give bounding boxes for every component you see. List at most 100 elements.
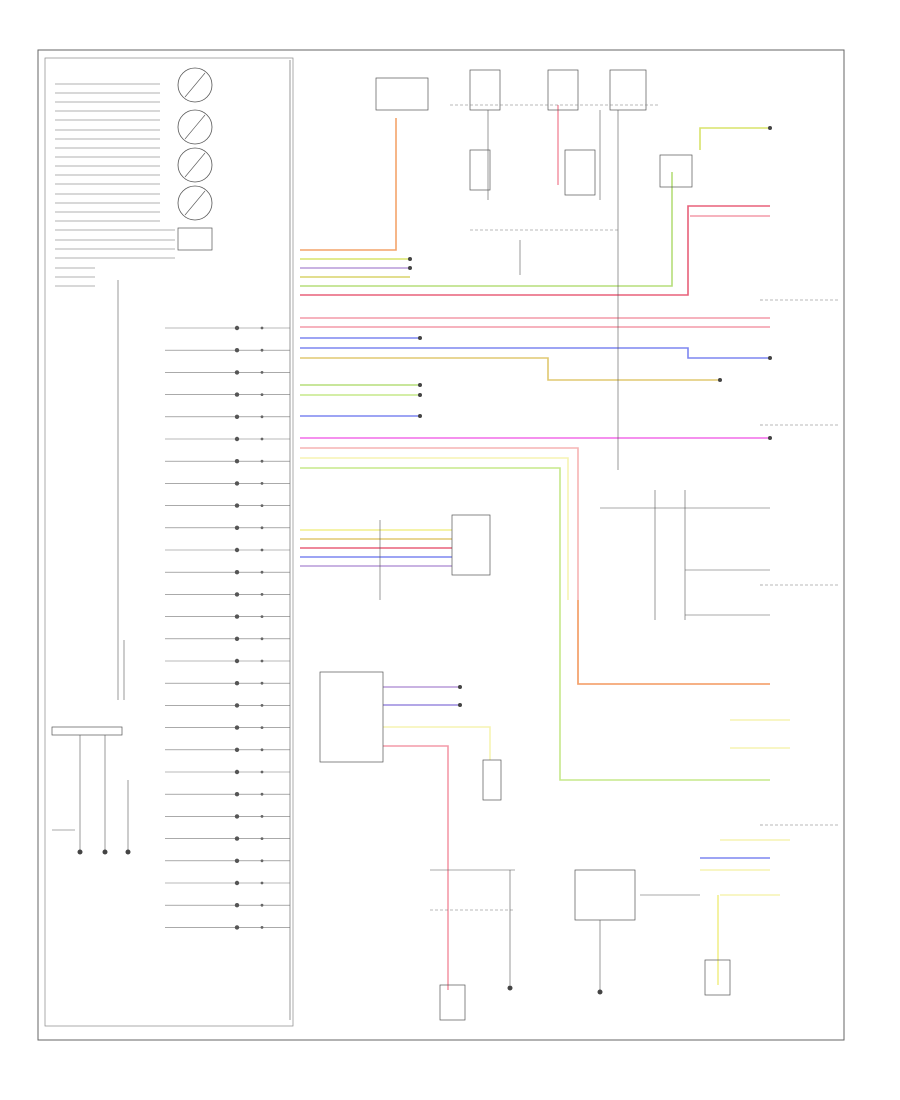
indicator-lamp-icon (234, 614, 240, 619)
indicator-row (165, 414, 290, 419)
indicator-row (165, 525, 290, 530)
indicator-row (165, 614, 290, 619)
mid-connector-component (451, 514, 491, 576)
indicator-lamp-icon (234, 547, 240, 553)
ground-point (125, 849, 131, 855)
indicator-lamp-icon (234, 481, 240, 486)
ground-point (77, 849, 83, 855)
indicator-lamp-icon (234, 370, 240, 375)
wire-orange-right (577, 600, 770, 685)
indicator-lamp-icon (234, 658, 240, 664)
wire-harness (300, 105, 790, 990)
indicator-row (165, 459, 290, 464)
indicator-lamp-icon (234, 836, 240, 841)
gauge-fuel-icon (177, 185, 213, 221)
indicator-lamp-icon (234, 681, 240, 686)
indicator-lamp-icon (234, 769, 240, 775)
indicator-row (165, 747, 290, 752)
indicator-row (165, 703, 290, 708)
gauge-speedometer-icon (177, 109, 213, 145)
ecm-component (319, 671, 384, 763)
indicator-lamp-icon (234, 725, 240, 730)
wire-yellow-green (699, 127, 770, 150)
fuse-component (609, 69, 647, 111)
wire-yellow-low (383, 726, 491, 760)
indicator-lamp-icon (234, 747, 240, 752)
relay-component (659, 154, 693, 188)
indicator-row (165, 370, 290, 375)
sensor-component (482, 759, 502, 801)
module-component (469, 149, 491, 191)
switch-component (439, 984, 466, 1021)
diagram-frame (37, 49, 845, 1041)
cluster-box (44, 57, 294, 1027)
ground-point (597, 989, 603, 995)
indicator-lamp-icon (234, 925, 240, 930)
fuse-block-component (375, 77, 429, 111)
indicator-row (165, 769, 290, 775)
indicator-lamp-icon (234, 592, 240, 597)
indicator-row (165, 814, 290, 819)
gauge-coolant-temp-icon (177, 147, 213, 183)
gauge-speedometer (177, 109, 213, 145)
indicator-lamp-icon (234, 858, 240, 863)
wire-red (300, 205, 770, 296)
ground-point (102, 849, 108, 855)
indicator-row (165, 636, 290, 641)
cluster-connector-pins (55, 83, 175, 287)
fuse-component (547, 69, 579, 111)
indicator-lamp-icon (234, 348, 240, 353)
gauge-coolant-temp (177, 147, 213, 183)
wire-blue-long (300, 347, 770, 359)
gauge-fuel (177, 185, 213, 221)
module-component (564, 149, 596, 196)
sensor-component (704, 959, 731, 996)
indicator-row (165, 681, 290, 686)
indicator-row (165, 880, 290, 886)
wire-light-yellow (300, 457, 569, 600)
indicator-lamp-icon (234, 570, 240, 575)
indicator-lamp-icon (234, 636, 240, 641)
gauge-tachometer (177, 67, 213, 103)
wire-connectors (408, 126, 772, 707)
indicator-lamp-icon (234, 525, 240, 530)
wire-orange (300, 118, 397, 251)
indicator-lamp-icon (234, 880, 240, 886)
indicator-row (165, 503, 290, 508)
fuse-component (469, 69, 501, 111)
buzzer-component (177, 227, 213, 251)
switch-component (574, 869, 636, 921)
indicator-row (165, 547, 290, 553)
indicator-row (165, 481, 290, 486)
indicator-row (165, 325, 290, 331)
indicator-lamp-icon (234, 792, 240, 797)
indicator-row (165, 858, 290, 863)
wire-tan (300, 357, 720, 381)
indicator-lamp-icon (234, 503, 240, 508)
indicator-lamp-icon (234, 903, 240, 908)
right-mid-components (600, 299, 840, 826)
indicator-lamp-icon (234, 703, 240, 708)
indicator-row (165, 348, 290, 353)
warning-light-connector (51, 726, 123, 736)
indicator-lamp-icon (234, 459, 240, 464)
wire-light-green (300, 172, 673, 287)
indicator-lamp-icon (234, 414, 240, 419)
indicator-row (165, 570, 290, 575)
gauge-tachometer-icon (177, 67, 213, 103)
indicator-row (165, 925, 290, 930)
indicator-row (165, 792, 290, 797)
indicator-lamp-icon (234, 325, 240, 331)
indicator-row (165, 392, 290, 397)
indicator-row (165, 436, 290, 442)
wire-pink-low (383, 745, 449, 990)
wire-yellow-green-long (300, 467, 770, 781)
indicator-row (165, 725, 290, 730)
indicator-row (165, 836, 290, 841)
indicator-row (165, 592, 290, 597)
top-components (375, 69, 693, 470)
indicator-lamp-icon (234, 814, 240, 819)
indicator-row (165, 903, 290, 908)
